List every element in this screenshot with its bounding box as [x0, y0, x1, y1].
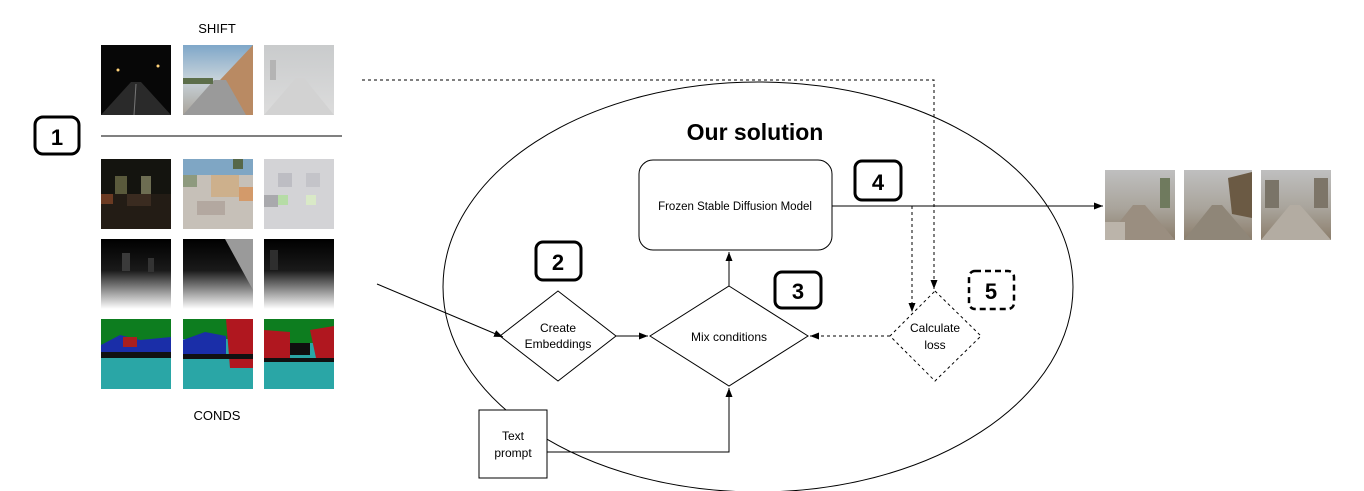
calculate-loss-node: Calculate loss	[889, 290, 982, 382]
svg-text:Mix conditions: Mix conditions	[691, 330, 767, 344]
svg-text:Text: Text	[502, 429, 525, 443]
step-4-badge: 4	[853, 159, 903, 202]
cond-depth-map-3	[264, 239, 334, 309]
arrow-conds-to-embeddings	[376, 283, 504, 338]
cond-segmentation-2	[183, 319, 253, 389]
step-5-badge: 5	[967, 269, 1016, 311]
shift-image-fog	[264, 45, 334, 115]
text-prompt-box: Text prompt	[478, 409, 548, 479]
svg-text:1: 1	[51, 125, 63, 150]
svg-text:loss: loss	[924, 338, 945, 352]
output-image-1	[1105, 170, 1175, 240]
svg-text:prompt: prompt	[494, 446, 532, 460]
frozen-model-box: Frozen Stable Diffusion Model	[638, 159, 833, 251]
cond-depth-map-1	[101, 239, 171, 309]
svg-text:Calculate: Calculate	[910, 321, 960, 335]
svg-text:Create: Create	[540, 321, 576, 335]
svg-text:2: 2	[552, 250, 564, 275]
svg-text:Frozen Stable Diffusion Model: Frozen Stable Diffusion Model	[658, 201, 812, 213]
cond-pixel-image-2	[183, 159, 253, 229]
conds-label: CONDS	[194, 408, 241, 423]
shift-label: SHIFT	[198, 21, 236, 36]
svg-text:Embeddings: Embeddings	[525, 337, 592, 351]
step-3-badge: 3	[773, 270, 823, 310]
svg-text:4: 4	[872, 170, 885, 195]
arrow-shift-to-loss-dashed	[362, 79, 938, 289]
svg-text:5: 5	[985, 279, 997, 304]
solution-title: Our solution	[687, 119, 824, 145]
shift-image-day	[183, 45, 253, 115]
shift-image-night	[101, 45, 171, 116]
solution-boundary	[442, 81, 1074, 491]
mix-conditions-node: Mix conditions	[649, 285, 809, 387]
svg-text:3: 3	[792, 279, 804, 304]
output-image-2	[1184, 170, 1252, 240]
cond-pixel-image-3	[264, 159, 334, 229]
cond-depth-map-2	[183, 239, 253, 309]
cond-segmentation-1	[101, 319, 171, 389]
cond-pixel-image-1	[101, 159, 171, 229]
create-embeddings-node: Create Embeddings	[499, 290, 617, 382]
arrow-prompt-to-mix	[547, 388, 733, 453]
step-2-badge: 2	[534, 240, 583, 282]
output-image-3	[1261, 170, 1331, 240]
step-1-badge: 1	[33, 115, 81, 156]
cond-segmentation-3	[264, 319, 334, 389]
